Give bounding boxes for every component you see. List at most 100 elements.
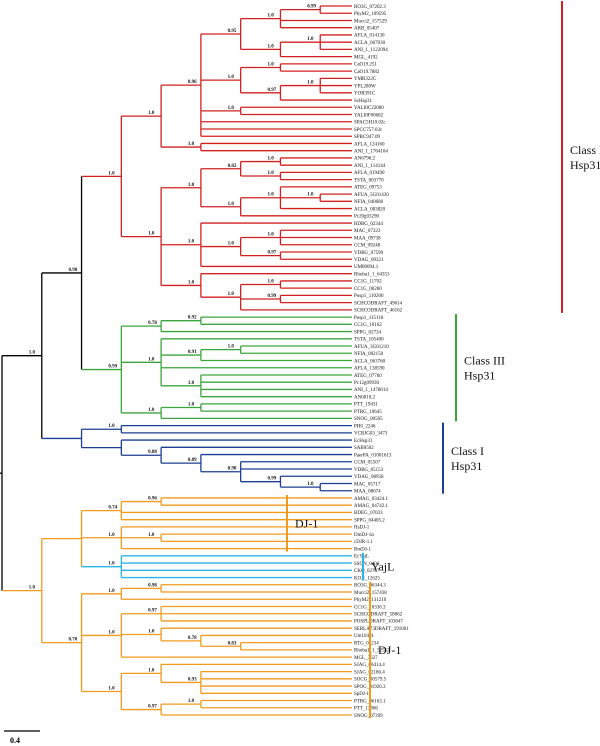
support-value: 0.78: [188, 636, 197, 641]
support-value: 1.0: [108, 533, 115, 538]
leaf-label: RTG_01234: [354, 641, 379, 646]
leaf-label: MAC_07323: [354, 229, 381, 234]
leaf-label: EcYajL: [354, 555, 369, 560]
leaf-label: ANI_1_114144: [354, 164, 386, 169]
leaf-label: VCBJG03_3473: [354, 432, 388, 437]
support-value: 1.0: [267, 171, 274, 176]
leaf-label: AN6796.2: [354, 157, 375, 162]
leaf-label: PH0_2246: [354, 424, 376, 429]
support-value: 1.0: [148, 357, 155, 362]
support-value: 0.70: [69, 638, 78, 643]
leaf-label: SSON_0401: [354, 562, 380, 567]
leaf-label: PTT_13806: [354, 707, 378, 712]
support-value: 1.0: [29, 351, 36, 356]
clade-label-yajl: YajL: [371, 560, 394, 574]
leaf-label: PhyM2_109595: [354, 12, 387, 17]
support-value: 1.0: [148, 408, 155, 413]
support-value: 1.0: [188, 240, 195, 245]
leaf-label: AFLA_138590: [354, 367, 385, 372]
support-value: 1.0: [228, 202, 235, 207]
leaf-label: CaO19.251: [354, 63, 377, 68]
leaf-label: HsDJ-1: [354, 526, 370, 531]
leaf-label: AMAG_03424.1: [354, 497, 389, 502]
leaf-label: AFLA_019490: [354, 171, 385, 176]
leaf-label: CCM_05507: [354, 461, 381, 466]
leaf-label: cDJR-1.1: [354, 540, 374, 545]
leaf-label: MGL_4192: [354, 55, 378, 60]
support-value: 0.98: [148, 583, 157, 588]
scale-bar-label: 0.4: [10, 736, 20, 745]
leaf-label: YALI0F00682: [354, 113, 384, 118]
leaf-label: Pc12g09930: [354, 381, 380, 386]
support-value: 0.88: [148, 450, 157, 455]
leaf-label: MAC_05717: [354, 482, 381, 487]
leaf-label: MAA_08674: [354, 490, 381, 495]
leaf-label: SCHCODRAFT_46162: [354, 309, 403, 314]
support-value: 1.0: [188, 280, 195, 285]
leaf-label: ANI_1_1122094: [354, 48, 388, 53]
leaf-label: BmDJ-1: [354, 547, 371, 552]
leaf-label: YPL280W: [354, 84, 376, 89]
support-value: 1.0: [188, 699, 195, 704]
leaf-label: MGL_3627: [354, 656, 378, 661]
leaf-label: AFLA_014130: [354, 34, 385, 39]
leaf-label: SpDJ-1: [354, 692, 370, 697]
leaf-label: AN6810.2: [354, 395, 375, 400]
clade-label-class1: Class I: [451, 444, 484, 458]
leaf-label: YMR322C: [354, 77, 377, 82]
support-value: 1.0: [267, 14, 274, 19]
clade-label-class3: Class III: [464, 354, 505, 368]
leaf-label: NFIA_040680: [354, 200, 384, 205]
leaf-label: UM00094.1: [354, 265, 379, 270]
leaf-label: Mucci2_157529: [354, 19, 387, 24]
leaf-label: SERLA73DRAFT_191001: [354, 627, 409, 632]
support-value: 1.0: [267, 233, 274, 238]
support-value: 0.99: [267, 294, 276, 299]
support-value: 1.0: [267, 280, 274, 285]
support-value: 0.96: [188, 80, 197, 85]
leaf-label: VDAG_09321: [354, 258, 384, 263]
leaf-label: VDBG_07599: [354, 251, 384, 256]
support-values: 0.991.01.01.00.951.01.00.971.01.00.961.0…: [29, 5, 317, 710]
leaf-label: Posp1_115118: [354, 316, 384, 321]
support-value: 0.78: [148, 321, 157, 326]
leaf-label: PaerPA_01001613: [354, 453, 392, 458]
support-value: 1.0: [188, 403, 195, 408]
support-value: 1.0: [108, 589, 115, 594]
leaf-label: SAB0502: [354, 446, 374, 451]
clade-label-class2: Class II: [570, 143, 600, 157]
leaf-label: SNOG_00505: [354, 417, 383, 422]
support-value: 0.99: [307, 5, 316, 10]
leaf-label: KOX_12625: [354, 576, 380, 581]
support-value: 1.0: [228, 345, 235, 350]
support-value: 0.83: [228, 641, 237, 646]
leaf-label: AMAG_04742.1: [354, 504, 389, 509]
leaf-label: SCHCODRAFT_49614: [354, 301, 403, 306]
leaf-label: TSTA_105400: [354, 338, 384, 343]
support-value: 1.0: [188, 381, 195, 386]
support-value: 1.0: [108, 630, 115, 635]
leaf-label: SPAC5H10.02c: [354, 121, 386, 126]
support-value: 1.0: [228, 75, 235, 80]
leaf-label: CC1G_10162: [354, 323, 382, 328]
clade-label-dj1b: DJ-1: [378, 643, 401, 657]
clade-label-dj1a: DJ-1: [295, 516, 318, 530]
leaf-label: SCHCODRAFT_58862: [354, 613, 403, 618]
support-value: 1.0: [108, 686, 115, 691]
support-value: 0.92: [188, 316, 197, 321]
leaf-label: RO3G_07202.3: [354, 5, 386, 10]
support-value: 1.0: [108, 562, 115, 567]
leaf-label: AFUA_3G01210: [354, 345, 389, 350]
support-value: 1.0: [307, 37, 314, 42]
support-value: 1.0: [108, 171, 115, 176]
leaf-label: ACLA_067030: [354, 41, 386, 46]
clade-label-class2: Hsp31: [570, 158, 600, 172]
leaf-label: ARB_05407: [354, 27, 380, 32]
leaf-label: YOR391C: [354, 92, 376, 97]
leaf-label: DmDJ-1α: [354, 533, 374, 538]
leaf-label: PTRG_10645: [354, 410, 382, 415]
support-value: 0.91: [188, 350, 197, 355]
support-value: 0.74: [108, 506, 117, 511]
support-value: 1.0: [307, 482, 314, 487]
